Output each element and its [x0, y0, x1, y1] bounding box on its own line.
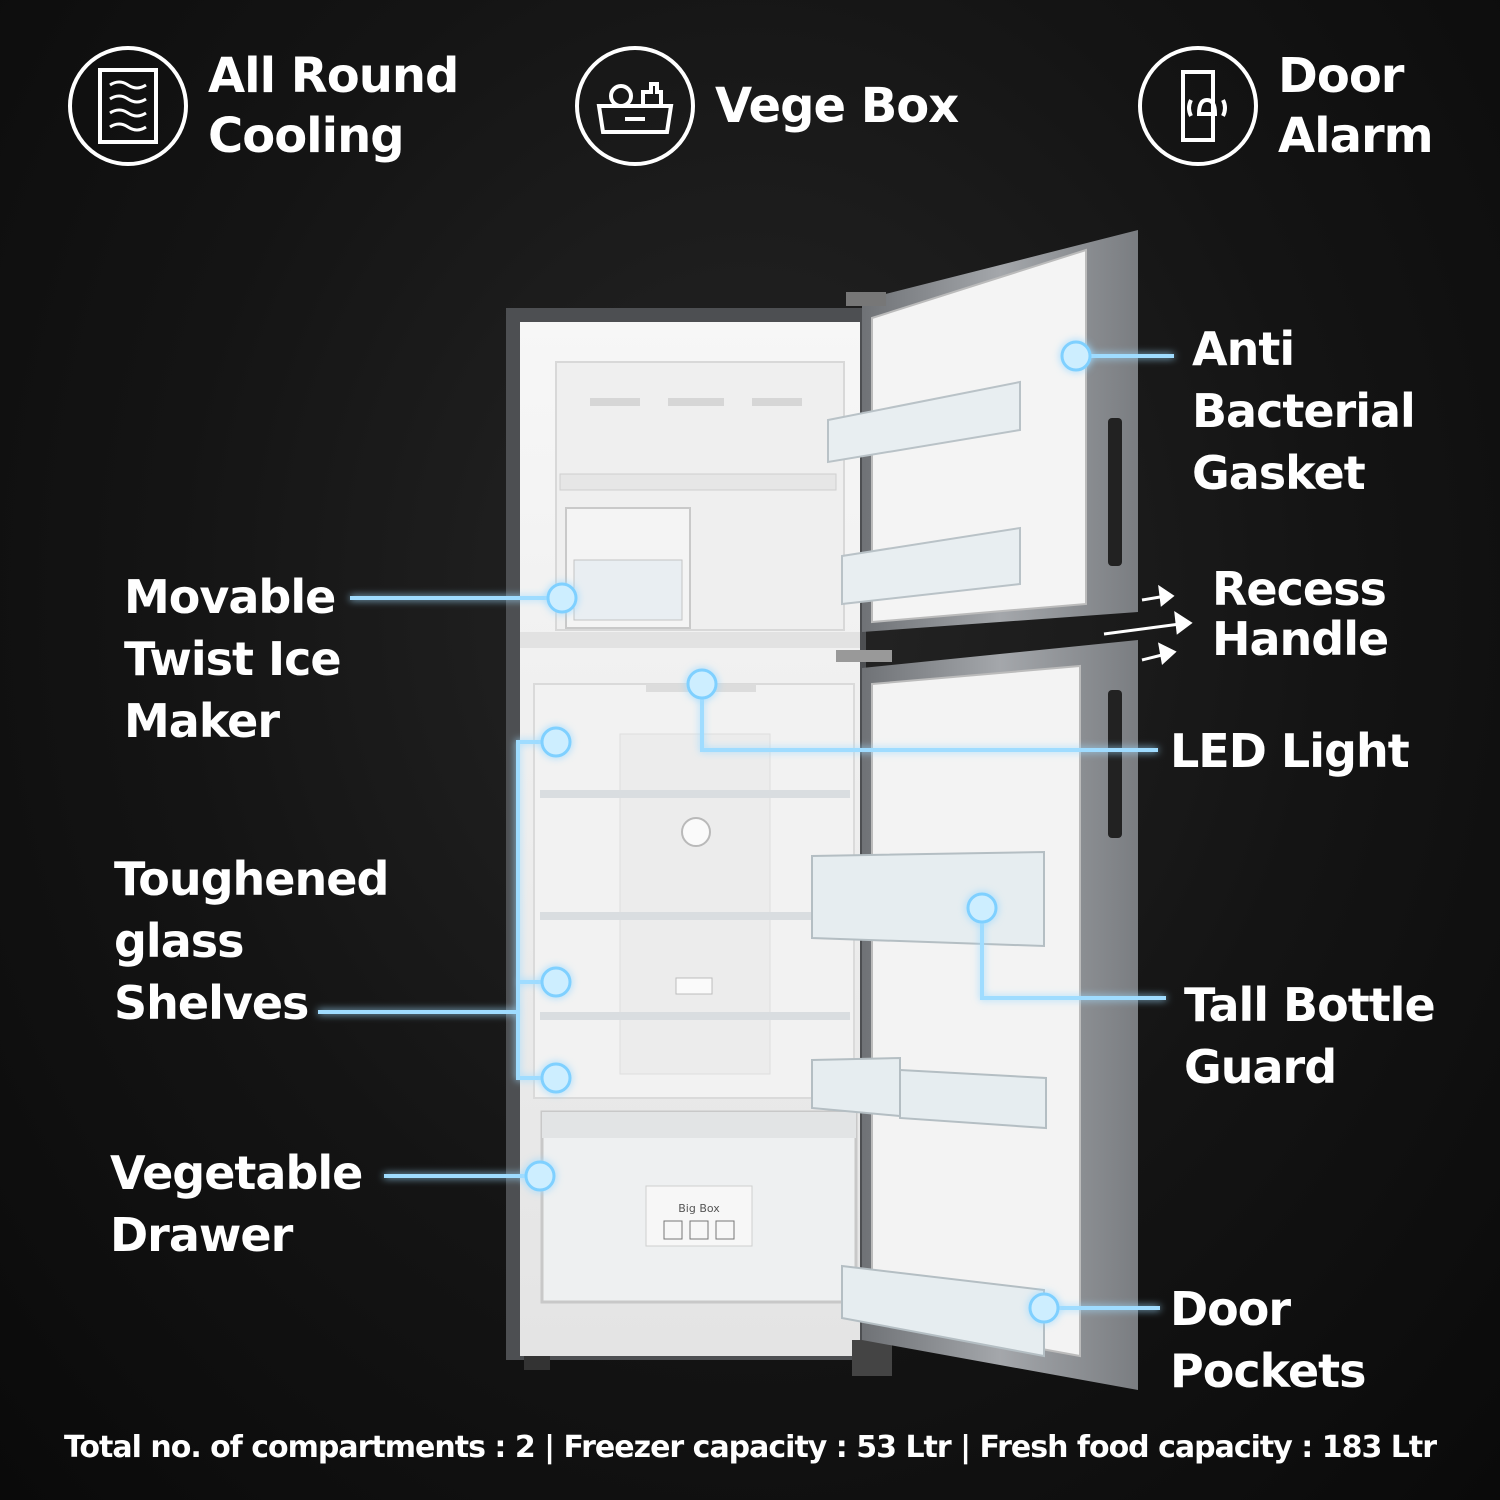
glass-shelf [540, 1012, 850, 1020]
callout-dot-glass-shelf [540, 726, 572, 758]
recess-handle [1108, 690, 1122, 838]
freezer-divider [520, 632, 860, 648]
callout-line: Movable [124, 570, 336, 624]
callout-tall-bottle-guard: Tall Bottle Guard [1184, 974, 1436, 1098]
callout-line: Anti [1192, 322, 1295, 376]
callout-line: Guard [1184, 1040, 1337, 1094]
door-pocket [841, 1264, 1045, 1358]
callout-line: Pockets [1170, 1344, 1367, 1398]
door-hinge [846, 292, 886, 306]
callout-line: Vegetable [110, 1146, 363, 1200]
freezer-door-pocket [841, 526, 1021, 606]
callout-line: Twist Ice [124, 632, 342, 686]
callout-line: Shelves [114, 976, 309, 1030]
callout-line: Maker [124, 694, 280, 748]
temperature-dial [681, 817, 711, 847]
recess-handle [1108, 418, 1122, 566]
callout-anti-bacterial-gasket: Anti Bacterial Gasket [1192, 318, 1416, 504]
callout-line: Door [1170, 1282, 1291, 1336]
callout-line: Handle [1212, 612, 1389, 666]
callout-line: Toughened [114, 852, 389, 906]
feature-title-line1: Vege Box [715, 78, 959, 134]
feature-title-line1: All Round [208, 48, 459, 104]
feature-vege-box: Vege Box [575, 46, 959, 166]
callout-line: Drawer [110, 1208, 293, 1262]
capacity-footer: Total no. of compartments : 2 | Freezer … [63, 1430, 1437, 1465]
callout-line: Tall Bottle [1184, 978, 1436, 1032]
callout-line: Recess [1212, 562, 1387, 616]
callout-vegetable-drawer: Vegetable Drawer [110, 1142, 363, 1266]
door-hinge [836, 650, 892, 662]
callout-toughened-glass-shelves: Toughened glass Shelves [114, 848, 389, 1034]
callout-dot-glass-shelf [540, 966, 572, 998]
feature-door-alarm: Door Alarm [1138, 46, 1434, 166]
door-alarm-icon [1138, 46, 1258, 166]
callout-dot-door-pockets [1028, 1292, 1060, 1324]
callout-dot-anti-bacterial-gasket [1060, 340, 1092, 372]
glass-shelf [540, 790, 850, 798]
freezer-door-pocket [827, 380, 1021, 464]
all-round-cooling-icon [68, 46, 188, 166]
feature-title-line1: Door [1278, 48, 1404, 104]
callout-dot-glass-shelf [540, 1062, 572, 1094]
door-pocket [811, 1056, 901, 1118]
callout-line: Bacterial [1192, 384, 1416, 438]
fridge-door-liner [871, 664, 1081, 1358]
door-pocket [899, 1068, 1047, 1130]
glass-shelf [540, 912, 850, 920]
callout-line: Gasket [1192, 446, 1366, 500]
tall-bottle-guard [811, 850, 1045, 948]
recess-handle-arrows [1103, 584, 1193, 665]
callout-dot-tall-bottle-guard [966, 892, 998, 924]
callout-door-pockets: Door Pockets [1170, 1278, 1367, 1402]
feature-title-line2: Alarm [1278, 108, 1434, 164]
callout-dot-twist-ice-maker [546, 582, 578, 614]
callout-dot-vegetable-drawer [524, 1160, 556, 1192]
callout-lines [318, 354, 1174, 1310]
callout-led-light: LED Light [1170, 720, 1410, 782]
feature-title-line2: Cooling [208, 108, 405, 164]
freezer-shelf [559, 473, 837, 491]
callout-dot-led-light [686, 668, 718, 700]
callout-line: LED Light [1170, 724, 1410, 778]
vege-box-icon [575, 46, 695, 166]
callout-recess-handle: Recess Handle [1212, 562, 1389, 666]
feature-all-round-cooling: All Round Cooling [68, 46, 459, 166]
drawer-label: Big Box [678, 1202, 720, 1215]
callout-line: glass [114, 914, 245, 968]
callout-movable-twist-ice-maker: Movable Twist Ice Maker [124, 566, 342, 752]
